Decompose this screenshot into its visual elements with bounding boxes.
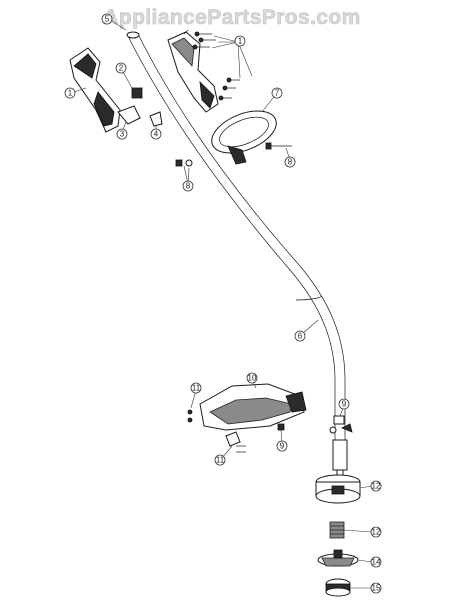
svg-text:3: 3 <box>120 130 125 139</box>
part-lower-housing <box>199 383 307 431</box>
svg-text:1: 1 <box>68 89 73 98</box>
svg-text:11: 11 <box>216 456 225 465</box>
part-guard-bolt <box>265 142 292 150</box>
callout-12-spool: 12 <box>370 480 382 492</box>
callout-14: 14 <box>370 556 382 568</box>
callout-12-spring: 12 <box>370 526 382 538</box>
svg-text:11: 11 <box>192 384 201 393</box>
callout-15: 15 <box>370 582 382 594</box>
callout-11-upper: 11 <box>190 382 202 394</box>
part-clip <box>149 111 163 127</box>
callout-2: 2 <box>115 62 127 74</box>
callout-11-lower: 11 <box>214 454 226 466</box>
svg-text:9: 9 <box>280 442 285 451</box>
svg-text:9: 9 <box>342 400 347 409</box>
svg-text:8: 8 <box>186 182 191 191</box>
svg-text:12: 12 <box>372 482 381 491</box>
part-upper-housing <box>167 29 219 113</box>
part-cap <box>325 578 351 597</box>
part-spool <box>315 474 361 504</box>
part-spring <box>329 521 345 539</box>
svg-text:6: 6 <box>298 332 303 341</box>
part-switch <box>131 87 143 99</box>
part-trigger <box>117 105 141 125</box>
callout-4: 4 <box>150 128 162 140</box>
callout-6: 6 <box>294 330 306 342</box>
callout-1-right: 1 <box>234 35 246 47</box>
callout-5: 5 <box>101 13 113 25</box>
part-screws-upper <box>192 31 240 101</box>
callout-1-left: 1 <box>64 87 76 99</box>
svg-text:12: 12 <box>372 528 381 537</box>
part-handle-grip <box>69 47 121 133</box>
svg-text:5: 5 <box>105 15 110 24</box>
part-housing-screws <box>187 409 246 453</box>
svg-text:10: 10 <box>248 374 257 383</box>
svg-text:15: 15 <box>372 584 381 593</box>
watermark-text: AppliancePartsPros.com <box>103 6 360 29</box>
part-nuts <box>277 415 353 434</box>
callout-8-right: 8 <box>284 156 296 168</box>
part-guard <box>211 110 277 165</box>
part-screw-nut <box>175 159 193 167</box>
svg-text:2: 2 <box>119 64 124 73</box>
callout-9-right: 9 <box>338 398 350 410</box>
callout-8-left: 8 <box>182 180 194 192</box>
callout-10: 10 <box>246 372 258 384</box>
callout-7: 7 <box>271 87 283 99</box>
callout-3: 3 <box>116 128 128 140</box>
callout-9-lower: 9 <box>276 440 288 452</box>
svg-text:4: 4 <box>154 130 159 139</box>
svg-text:7: 7 <box>275 89 280 98</box>
svg-text:14: 14 <box>372 558 381 567</box>
part-line-spool <box>317 549 359 567</box>
svg-text:1: 1 <box>238 37 243 46</box>
leader-lines <box>73 19 373 589</box>
svg-text:8: 8 <box>288 158 293 167</box>
